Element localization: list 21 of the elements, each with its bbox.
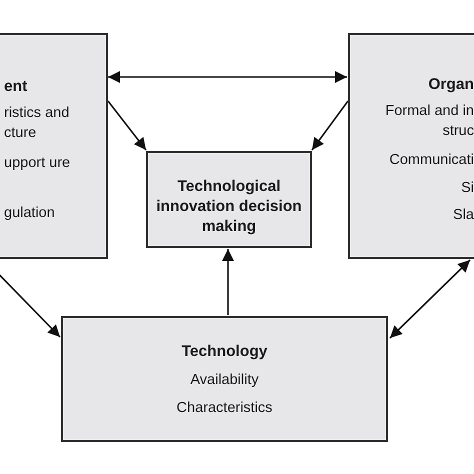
arrow: [107, 100, 147, 150]
box-text: ristics and cture: [4, 104, 70, 143]
box-text: Formal and in struc: [384, 102, 474, 141]
arrow: [389, 259, 471, 339]
box-text: Availability: [189, 371, 260, 390]
box-text: Communicati: [388, 151, 474, 170]
box-text: Characteristics: [176, 399, 274, 418]
arrow: [222, 249, 234, 315]
text-box: [61, 316, 388, 442]
box-text: Sla: [452, 206, 474, 225]
box-heading: ent: [4, 77, 28, 97]
box-text: Si: [460, 179, 474, 198]
box-text: gulation: [4, 204, 56, 223]
box-heading: Technology: [180, 342, 268, 362]
arrow: [311, 100, 349, 150]
text-box: [348, 33, 474, 259]
arrow: [108, 71, 347, 83]
box-heading: Organ: [427, 75, 474, 95]
box-heading: Technological innovation decision making: [155, 177, 303, 237]
box-text: upport ure: [4, 154, 72, 173]
text-box: [146, 151, 312, 248]
